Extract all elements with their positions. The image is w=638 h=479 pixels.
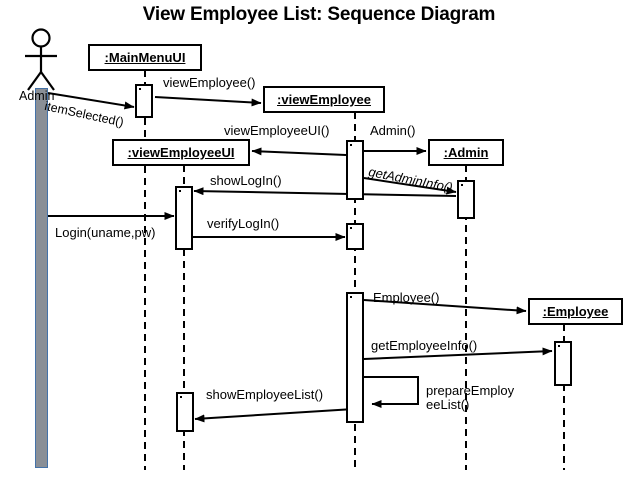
activation-viewemployee-1 bbox=[346, 140, 364, 200]
message-label-getEmployeeInfo: getEmployeeInfo() bbox=[371, 338, 478, 353]
message-label-prepareEmployeeList-line1: prepareEmploy bbox=[426, 383, 515, 398]
activation-admin-obj bbox=[457, 180, 475, 219]
message-label-showLogIn: showLogIn() bbox=[210, 173, 282, 188]
lifeline-box-viewemployee[interactable]: :viewEmployee bbox=[263, 86, 385, 113]
activation-viewemployee-3 bbox=[346, 292, 364, 423]
activation-viewemployeeui-2 bbox=[176, 392, 194, 432]
arrow-getEmployeeInfo bbox=[363, 347, 553, 360]
lifeline-label-viewemployee: :viewEmployee bbox=[277, 92, 371, 107]
message-label-Employee: Employee() bbox=[373, 290, 440, 305]
message-label-prepareEmployeeList: prepareEmploy eeList() bbox=[426, 383, 526, 413]
activation-employee bbox=[554, 341, 572, 386]
activation-viewemployee-2 bbox=[346, 223, 364, 250]
message-label-prepareEmployeeList-line2: eeList() bbox=[426, 397, 470, 413]
lifeline-label-viewemployeeui: :viewEmployeeUI bbox=[127, 145, 235, 160]
arrow-Employee bbox=[363, 299, 527, 315]
arrow-getAdminInfo bbox=[363, 177, 457, 195]
message-label-showEmployeeList: showEmployeeList() bbox=[206, 387, 324, 402]
activation-mainmenuui bbox=[135, 84, 153, 118]
arrow-showEmployeeList bbox=[194, 408, 355, 423]
arrow-itemSelected bbox=[47, 92, 135, 110]
lifeline-label-employee: :Employee bbox=[542, 304, 609, 319]
lifeline-box-admin[interactable]: :Admin bbox=[428, 139, 504, 166]
message-label-verifyLogIn: verifyLogIn() bbox=[207, 216, 280, 231]
lifeline-box-viewemployeeui[interactable]: :viewEmployeeUI bbox=[112, 139, 250, 166]
arrow-prepareEmployeeList bbox=[364, 376, 419, 408]
lifeline-box-employee[interactable]: :Employee bbox=[528, 298, 623, 325]
page-title: View Employee List: Sequence Diagram bbox=[142, 4, 496, 25]
actor-lifeline-activation-bar bbox=[35, 88, 48, 468]
actor-icon bbox=[25, 28, 57, 91]
message-label-viewEmployee: viewEmployee() bbox=[163, 75, 256, 90]
message-label-Login: Login(uname,pw) bbox=[55, 225, 156, 240]
lifeline-label-admin: :Admin bbox=[443, 145, 489, 160]
lifeline-box-mainmenuui[interactable]: :MainMenuUI bbox=[88, 44, 202, 71]
message-label-viewEmployeeUI: viewEmployeeUI() bbox=[224, 123, 330, 138]
arrow-viewEmployeeUI bbox=[251, 147, 347, 156]
message-label-Admin: Admin() bbox=[370, 123, 416, 138]
arrow-viewEmployee bbox=[154, 96, 262, 107]
activation-viewemployeeui-1 bbox=[175, 186, 193, 250]
message-arrows bbox=[47, 92, 553, 423]
arrow-showLogIn bbox=[193, 187, 457, 197]
actor-label-admin: Admin bbox=[19, 89, 55, 103]
lifeline-label-mainmenuui: :MainMenuUI bbox=[104, 50, 186, 65]
